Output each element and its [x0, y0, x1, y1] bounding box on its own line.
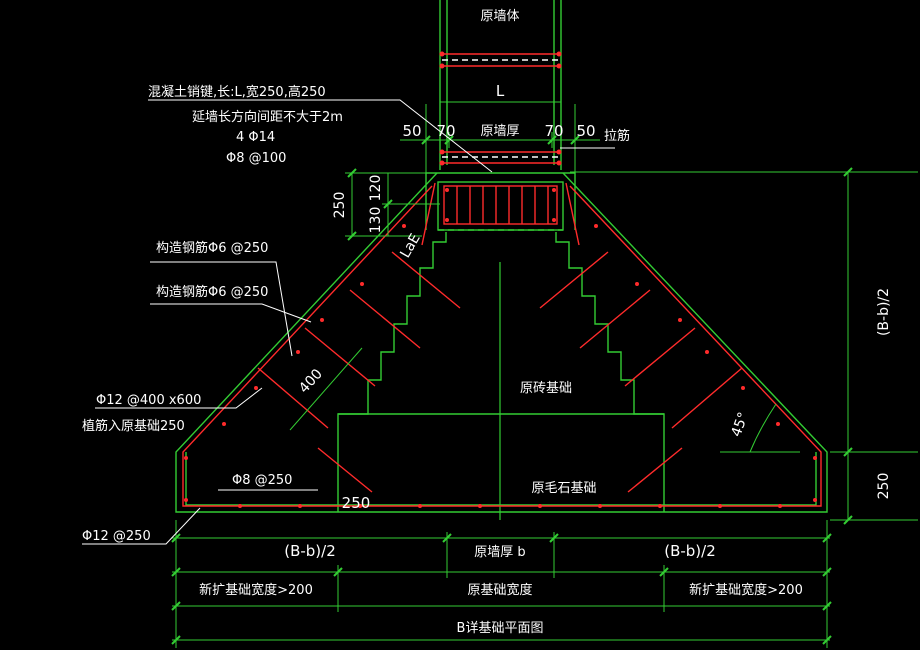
dim-bottom-left: (B-b)/2: [284, 542, 336, 560]
label-angle-45: 45°: [728, 410, 752, 439]
label-tie-bar: 拉筋: [604, 128, 630, 144]
dim-250-right-low: 250: [876, 473, 892, 500]
dim-total-b: B详基础平面图: [457, 621, 544, 636]
dim-70-right: 70: [544, 122, 563, 140]
dimension-ticks: [171, 135, 853, 645]
dim-bottom-right: (B-b)/2: [664, 542, 716, 560]
dim-250-top: 250: [332, 192, 348, 219]
dim-130: 130: [368, 207, 384, 234]
dim-bottom-mid: 原墙厚 b: [474, 545, 525, 560]
rebar-group: [182, 53, 822, 507]
anno-beam-line1: 混凝土销键,长:L,宽250,高250: [148, 84, 326, 100]
anno-phi8: Φ8 @250: [232, 473, 292, 488]
anno-struct-bar-1: 构造钢筋Φ6 @250: [156, 240, 268, 256]
dim-ext-right: 新扩基础宽度>200: [689, 582, 803, 598]
dim-120: 120: [368, 175, 384, 202]
anno-anchor-line2: 植筋入原基础250: [82, 418, 185, 434]
anno-beam-line2: 延墙长方向间距不大于2m: [192, 109, 343, 125]
dimension-lines: [172, 96, 918, 648]
structure-outline: [175, 0, 828, 513]
rebar-dots: [184, 51, 817, 508]
anno-beam-line3: 4 Φ14: [236, 130, 275, 145]
dim-50-left: 50: [402, 122, 421, 140]
dim-right-half-width: (B-b)/2: [876, 288, 892, 336]
dim-ext-left: 新扩基础宽度>200: [199, 582, 313, 598]
leader-lines: [82, 99, 615, 545]
dim-400: 400: [296, 366, 326, 397]
label-brick-foundation: 原砖基础: [520, 381, 572, 396]
label-rubble-foundation: 原毛石基础: [531, 481, 596, 496]
label-wall-thickness: 原墙厚: [480, 124, 519, 139]
label-wall-upper: 原墙体: [480, 9, 519, 24]
anno-phi12: Φ12 @250: [82, 529, 151, 544]
dim-250-bottom: 250: [342, 494, 371, 512]
dim-orig-width: 原基础宽度: [467, 582, 532, 598]
dim-50-right: 50: [576, 122, 595, 140]
anno-beam-line4: Φ8 @100: [226, 151, 286, 166]
label-span-l: L: [496, 82, 505, 100]
dim-70-left: 70: [436, 122, 455, 140]
anno-anchor-line1: Φ12 @400 x600: [96, 393, 201, 408]
anno-struct-bar-2: 构造钢筋Φ6 @250: [156, 284, 268, 300]
